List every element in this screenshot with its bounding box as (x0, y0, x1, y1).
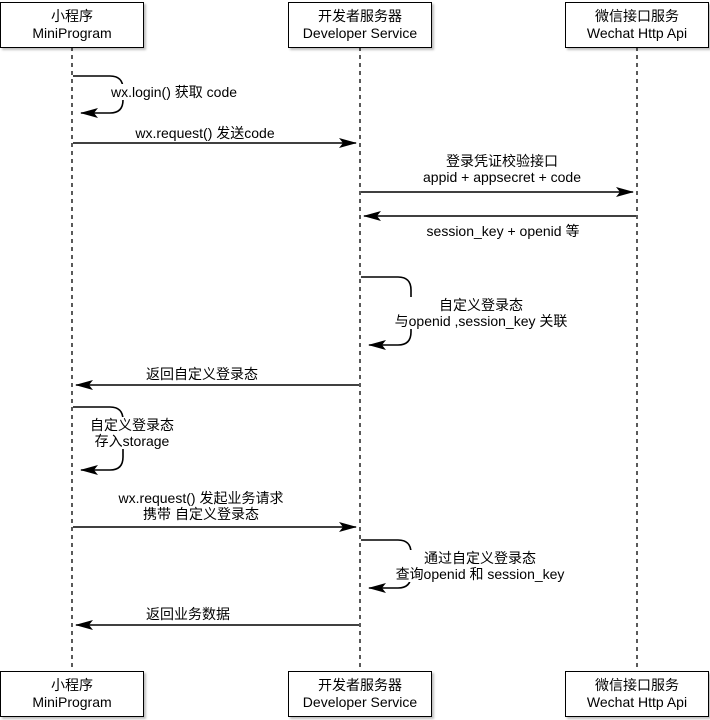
message-label-6: 返回自定义登录态 (144, 366, 260, 382)
message-label-line: 返回自定义登录态 (146, 366, 258, 382)
participant-name-en: Wechat Http Api (586, 694, 688, 710)
message-label-line: wx.request() 发起业务请求 (118, 490, 284, 506)
message-label-line: 登录凭证校验接口 (445, 153, 558, 169)
message-label-9: 通过自定义登录态查询openid 和 session_key (393, 550, 567, 582)
message-label-4: session_key + openid 等 (424, 223, 582, 239)
message-label-line: 自定义登录态 (90, 417, 174, 433)
participant-name-cn: 微信接口服务 (595, 8, 679, 24)
message-label-line: 通过自定义登录态 (424, 550, 536, 566)
message-label-5: 自定义登录态与openid ,session_key 关联 (392, 297, 570, 329)
message-label-line: 自定义登录态 (438, 297, 523, 313)
message-label-7: 自定义登录态存入storage (88, 417, 176, 449)
participant-name-en: Developer Service (302, 694, 418, 710)
participant-name-cn: 开发者服务器 (318, 8, 402, 24)
message-label-8: wx.request() 发起业务请求携带 自定义登录态 (116, 490, 286, 522)
message-label-line: 查询openid 和 session_key (395, 566, 565, 582)
participant-name-en: MiniProgram (32, 694, 112, 710)
message-label-line: wx.login() 获取 code (110, 84, 238, 100)
message-label-1: wx.login() 获取 code (108, 84, 240, 100)
participant-name-cn: 开发者服务器 (318, 677, 402, 693)
message-label-10: 返回业务数据 (144, 606, 232, 622)
participant-name-cn: 小程序 (51, 8, 93, 24)
message-label-line: 携带 自定义登录态 (143, 506, 259, 522)
message-label-line: wx.request() 发送code (135, 125, 275, 141)
participant-name-en: MiniProgram (32, 25, 112, 41)
message-label-line: 与openid ,session_key 关联 (394, 313, 568, 329)
message-label-line: 返回业务数据 (146, 606, 230, 622)
message-label-2: wx.request() 发送code (133, 125, 277, 141)
participant-name-en: Developer Service (302, 25, 418, 41)
participant-name-cn: 小程序 (51, 677, 93, 693)
message-label-line: 存入storage (94, 433, 170, 449)
message-label-line: session_key + openid 等 (426, 223, 580, 239)
message-label-line: appid + appsecret + code (422, 169, 582, 185)
participant-name-cn: 微信接口服务 (595, 677, 679, 693)
participant-name-en: Wechat Http Api (586, 25, 688, 41)
